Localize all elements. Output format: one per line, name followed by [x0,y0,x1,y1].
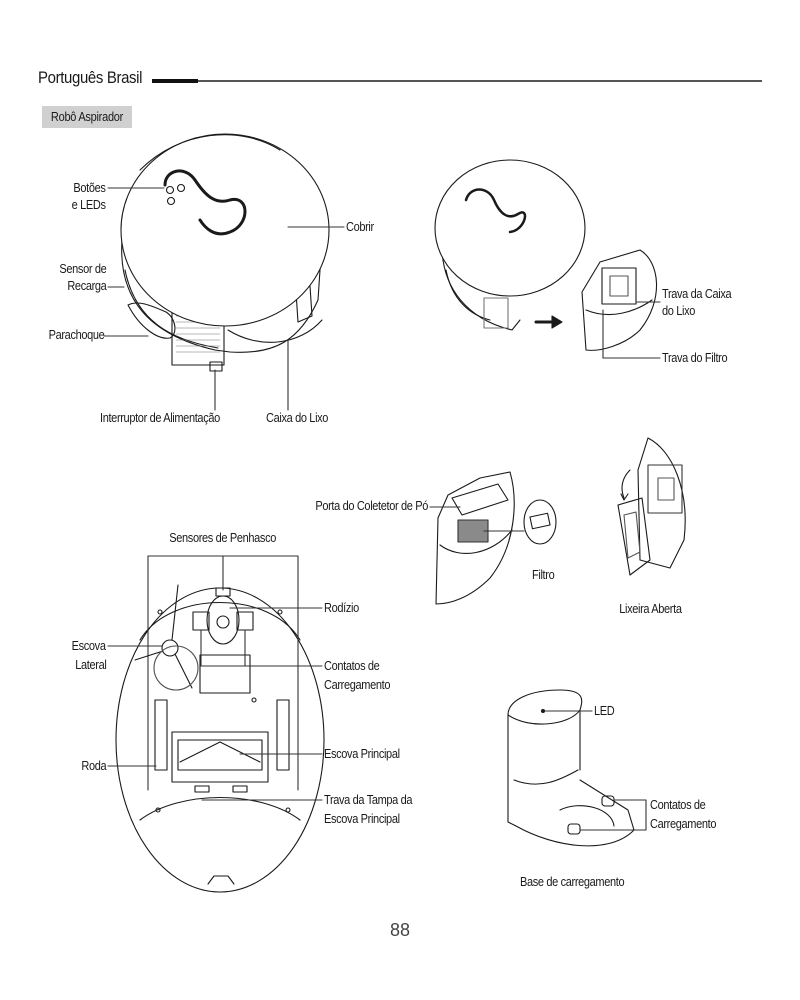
power-switch [210,362,222,371]
label-charging-contacts-2: Carregamento [324,678,391,692]
label-charge-sensor-2: Recarga [66,279,106,293]
label-brush-cover-latch-1: Trava da Tampa da [324,793,413,807]
label-base-contacts-1: Contatos de [650,798,706,812]
label-side-brush-1: Escova [72,639,106,653]
base-contact-left [568,824,580,834]
robot-top-illustration [121,134,329,371]
label-main-brush: Escova Principal [324,747,400,761]
robot-bin-removed-illustration [435,160,657,350]
label-dust-bin: Caixa do Lixo [266,411,329,425]
page-number: 88 [389,920,411,940]
robot-top-leaders [104,188,344,410]
label-cover: Cobrir [346,220,374,234]
label-wheel: Roda [81,759,106,773]
label-dust-collector-door: Porta do Coletetor de Pó [315,499,428,513]
robot-bottom-illustration [116,556,324,892]
heading-rule-accent [152,79,198,83]
label-base-contacts-2: Carregamento [650,817,717,831]
label-bumper: Parachoque [48,328,104,342]
wheel-left [155,700,167,770]
section-badge: Robô Aspirador [42,106,132,128]
heading-rule [198,80,762,82]
label-filter: Filtro [532,568,555,582]
caster-wheel [207,596,239,644]
bin-removed-leaders [603,302,660,358]
label-bin-latch-2: do Lixo [662,304,696,318]
bin-open-illustration [618,438,685,575]
label-charge-sensor-1: Sensor de [59,262,106,276]
side-brush-hub [162,640,178,656]
bin-filter-leaders [430,507,524,531]
label-power-switch: Interruptor de Alimentação [100,411,220,425]
label-cliff-sensors: Sensores de Penhasco [169,531,277,545]
language-heading: Português Brasil [38,68,143,87]
base-led [542,710,545,713]
base-contact-right [602,796,614,806]
filter-zoom-callout [524,500,556,544]
label-led: LED [594,704,615,718]
label-caster: Rodízio [324,601,359,615]
label-filter-latch: Trava do Filtro [662,351,728,365]
label-bin-open: Lixeira Aberta [618,602,682,616]
label-side-brush-2: Lateral [74,658,107,672]
robot-bottom-leaders [108,608,322,800]
label-charging-base: Base de carregamento [520,875,625,889]
charging-base-leaders [545,711,646,830]
bin-filter-illustration [436,472,556,604]
section-badge-text: Robô Aspirador [50,110,124,124]
label-bin-latch-1: Trava da Caixa [662,287,732,301]
label-charging-contacts-1: Contatos de [324,659,380,673]
label-brush-cover-latch-2: Escova Principal [324,812,400,826]
main-brush [178,740,262,770]
wheel-right [277,700,289,770]
label-buttons-leds-2: e LEDs [72,198,106,212]
robot-cover [121,134,329,326]
label-buttons-leds-1: Botões [73,181,106,195]
